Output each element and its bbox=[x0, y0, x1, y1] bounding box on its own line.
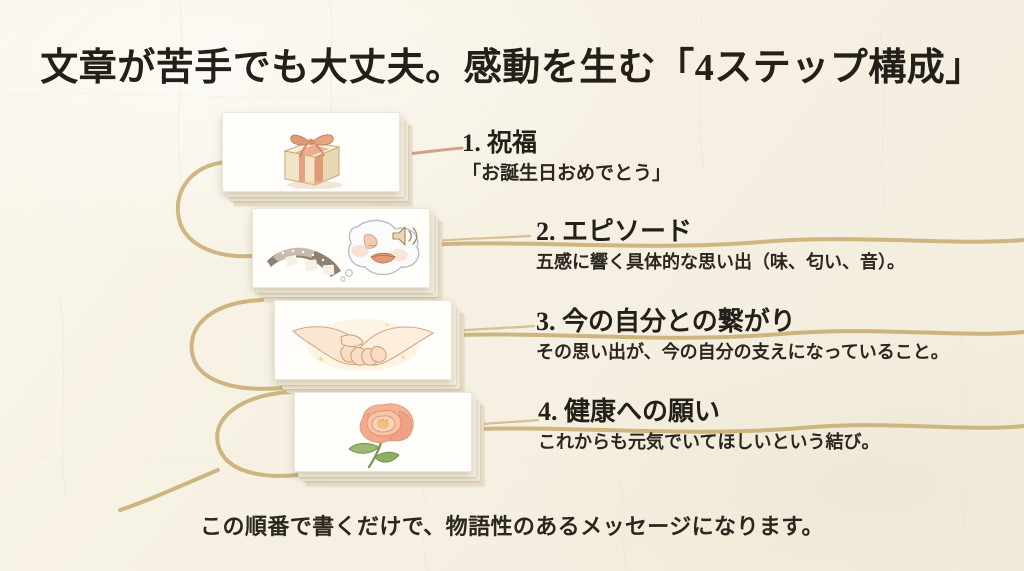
card-stack-step-4 bbox=[294, 392, 484, 485]
card-face-step-3 bbox=[274, 300, 452, 380]
step-heading-1: 1. 祝福 bbox=[462, 130, 538, 157]
clasped-hands-icon bbox=[275, 301, 451, 379]
step-subtext-2: 五感に響く具体的な思い出（味、匂い、音）。 bbox=[536, 251, 905, 272]
step-text-3: 3. 今の自分との繋がり その思い出が、今の自分の支えになっていること。 bbox=[536, 307, 949, 363]
step-heading-3: 3. 今の自分との繋がり bbox=[536, 307, 796, 336]
card-face-step-1 bbox=[222, 112, 400, 192]
step-text-1: 1. 祝福 「お誕生日おめでとう」 bbox=[462, 130, 671, 185]
peony-flower-icon bbox=[295, 393, 471, 471]
slide-footer: この順番で書くだけで、物語性のあるメッセージになります。 bbox=[200, 514, 824, 539]
card-face-step-4 bbox=[294, 392, 472, 472]
step-text-2: 2. エピソード 五感に響く具体的な思い出（味、匂い、音）。 bbox=[536, 217, 905, 273]
film-strip-senses-icon bbox=[253, 209, 429, 287]
step-subtext-3: その思い出が、今の自分の支えになっていること。 bbox=[536, 341, 949, 362]
step-heading-2: 2. エピソード bbox=[536, 217, 693, 246]
card-stack-step-2 bbox=[252, 208, 442, 301]
step-heading-4: 4. 健康への願い bbox=[538, 397, 721, 426]
card-stack-step-3 bbox=[274, 300, 464, 393]
step-text-4: 4. 健康への願い これからも元気でいてほしいという結び。 bbox=[538, 397, 880, 453]
card-face-step-2 bbox=[252, 208, 430, 288]
step-subtext-4: これからも元気でいてほしいという結び。 bbox=[538, 431, 880, 452]
step-subtext-1: 「お誕生日おめでとう」 bbox=[462, 162, 672, 184]
card-stack-step-1 bbox=[222, 112, 412, 205]
gift-box-icon bbox=[223, 113, 399, 191]
slide-title: 文章が苦手でも大丈夫。感動を生む「4ステップ構成」 bbox=[40, 47, 984, 89]
